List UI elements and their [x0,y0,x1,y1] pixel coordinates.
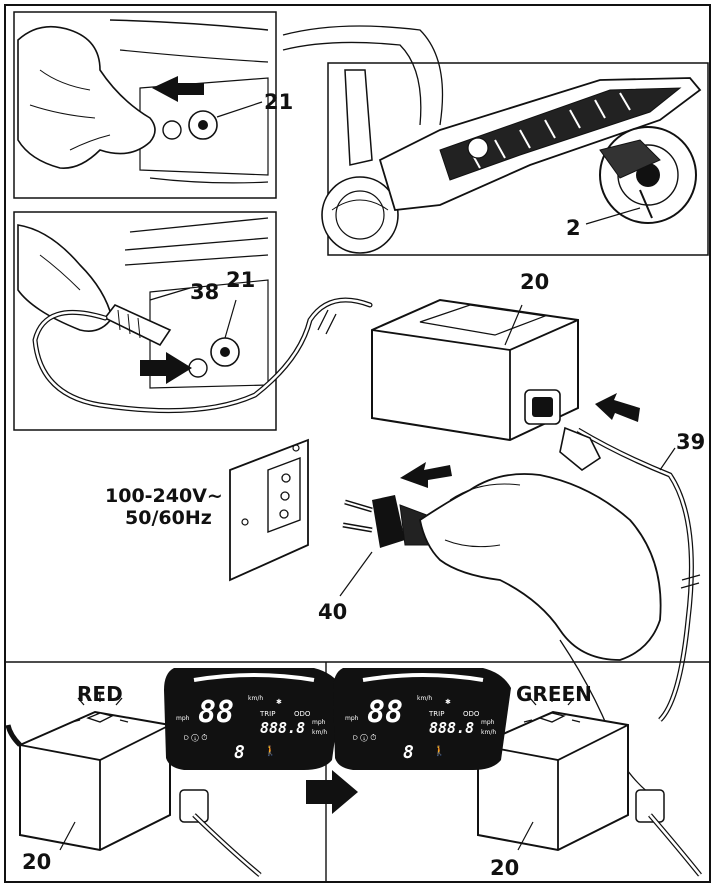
speed-unit-kmh: km/h [248,695,263,702]
odo-label: ODO [294,710,311,718]
dc-plug-icon [103,304,172,347]
detail-panel-port-cover [13,11,277,199]
led-indicator-icon [538,712,566,723]
speed-unit-kmh: km/h [417,695,432,702]
odo-readout: 888.8 [260,719,305,737]
odo-unit-kmh: km/h [481,729,496,736]
ac-socket-icon [635,789,665,823]
callout-21-port: 21 [264,90,294,114]
power-spec-line-2: 50/60Hz [125,507,212,529]
callout-20-charger: 20 [520,270,550,294]
outer-frame [4,4,711,883]
odo-unit-mph: mph [312,719,326,726]
odo-label: ODO [463,710,480,718]
ac-cable [577,428,693,721]
detail-panel-plug-connector [13,211,277,431]
trip-label: TRIP [259,710,275,718]
dashboard-display-right: 88 km/h mph ✱ TRIP ODO 888.8 mph km/h ⫐ … [333,668,511,770]
arrow-right-icon [140,352,192,384]
arrow-left-icon [400,462,452,488]
led-indicator-icon [86,712,114,723]
bluetooth-icon: ✱ [445,698,451,706]
wall-socket [229,438,309,582]
power-spec-line-1: 100-240V~ [105,485,223,507]
callout-38-plug: 38 [190,280,220,304]
callout-20-charger: 20 [22,850,52,874]
arrow-left-icon [595,393,640,422]
charger-adapter [371,298,579,442]
walk-icon: 🚶 [433,744,445,757]
callout-2-scooter: 2 [566,216,581,240]
odo-readout: 888.8 [429,719,474,737]
speed-readout: 88 [198,695,234,730]
callout-40-plug: 40 [318,600,348,624]
speed-readout: 88 [367,695,403,730]
charger-green-state [463,694,702,877]
ac-connector-icon [559,426,602,471]
hand-icon [17,25,156,169]
detail-panel-scooter [321,62,709,256]
light-icon: ⫐ ⓘ ⏱ [353,733,376,742]
connector-line [282,25,444,126]
gear-readout: 8 [403,742,414,763]
speed-unit-mph: mph [345,715,359,722]
callout-21-port: 21 [226,268,256,292]
odo-unit-mph: mph [481,719,495,726]
led-label-green: GREEN [516,682,592,706]
callout-20-charger: 20 [490,856,520,880]
walk-icon: 🚶 [264,744,276,757]
led-label-red: RED [77,682,123,706]
ac-socket-icon [179,789,209,823]
arrow-left-icon [152,76,204,102]
hand-icon [17,224,113,332]
trip-label: TRIP [428,710,444,718]
light-icon: ⫐ ⓘ ⏱ [184,733,207,742]
callout-39-cable: 39 [676,430,706,454]
gear-readout: 8 [234,742,245,763]
bluetooth-icon: ✱ [276,698,282,706]
speed-unit-mph: mph [176,715,190,722]
dashboard-display-left: 88 km/h mph ✱ TRIP ODO 888.8 mph km/h ⫐ … [164,668,342,770]
front-wheel-icon [321,176,399,254]
arrow-right-icon [306,770,358,814]
charger-red-state [5,694,262,877]
hand-icon [418,473,662,661]
odo-unit-kmh: km/h [312,729,327,736]
